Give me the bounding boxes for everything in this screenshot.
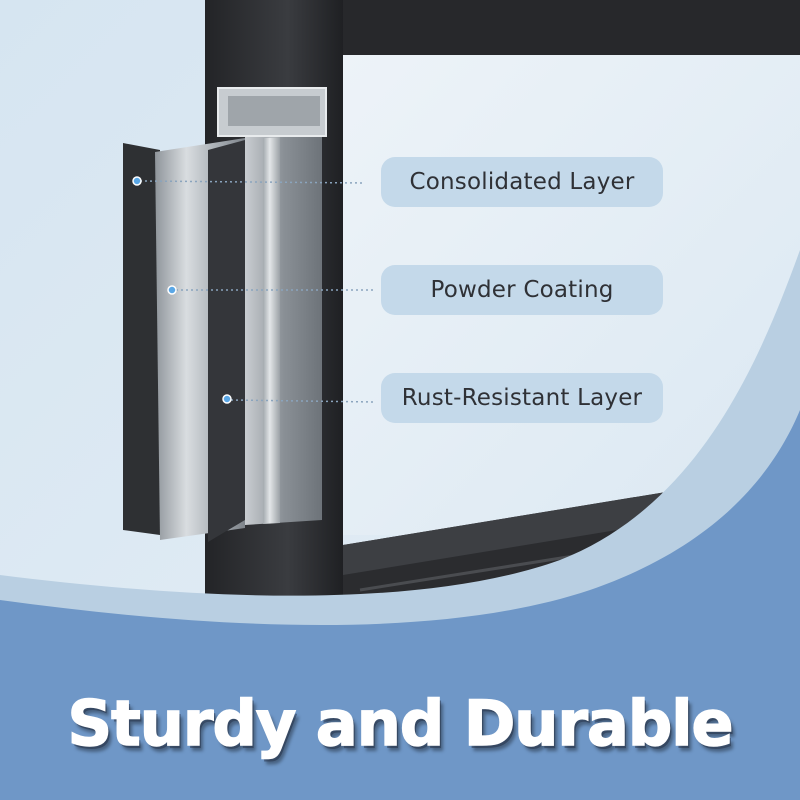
inner-dark-layer	[208, 140, 245, 542]
callout-label: Consolidated Layer	[409, 169, 635, 195]
marker-dot-1	[132, 176, 142, 186]
core-highlight	[263, 137, 280, 524]
marker-dot-3	[222, 394, 232, 404]
callout-label: Powder Coating	[430, 277, 614, 303]
callout-powder-coating: Powder Coating	[381, 265, 663, 315]
marker-dot-2	[167, 285, 177, 295]
callout-consolidated-layer: Consolidated Layer	[381, 157, 663, 207]
headline: Sturdy and Durable	[67, 686, 735, 761]
callout-label: Rust-Resistant Layer	[401, 385, 643, 411]
core-layer	[245, 132, 322, 525]
leader-line-3	[230, 399, 376, 403]
outer-black-layer	[123, 143, 160, 535]
background-curve-blue	[0, 410, 800, 800]
callout-rust-resistant-layer: Rust-Resistant Layer	[381, 373, 663, 423]
